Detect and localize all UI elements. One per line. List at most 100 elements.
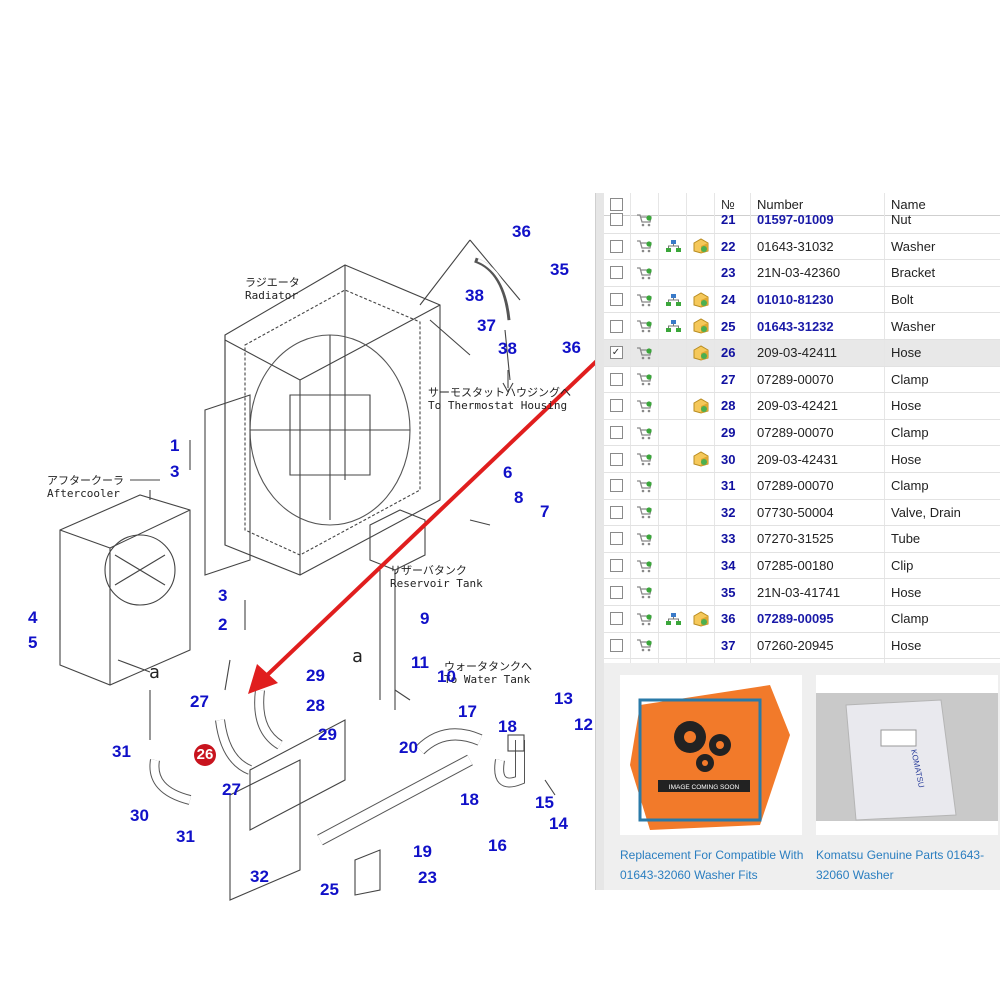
row-part-number[interactable]: 01597-01009 bbox=[750, 207, 889, 233]
row-checkbox[interactable] bbox=[604, 553, 628, 579]
row-checkbox[interactable] bbox=[604, 287, 628, 313]
product-image-genuine[interactable]: KOMATSU bbox=[816, 675, 998, 835]
add-to-cart-icon[interactable] bbox=[630, 632, 657, 659]
row-checkbox[interactable] bbox=[604, 393, 628, 419]
panel-collapse-handle[interactable] bbox=[596, 193, 604, 890]
row-checkbox[interactable] bbox=[604, 526, 628, 552]
add-to-cart-icon[interactable] bbox=[630, 313, 657, 339]
row-part-number[interactable]: 07260-20945 bbox=[750, 632, 889, 659]
row-part-number[interactable]: 21N-03-41741 bbox=[750, 579, 889, 605]
row-checkbox[interactable] bbox=[604, 500, 628, 526]
add-to-cart-icon[interactable] bbox=[630, 605, 657, 632]
header-number[interactable]: Number bbox=[750, 193, 889, 215]
row-checkbox[interactable] bbox=[604, 446, 628, 472]
product-title-replacement[interactable]: Replacement For Compatible With 01643-32… bbox=[620, 848, 804, 882]
structure-tree-icon bbox=[658, 526, 687, 552]
add-to-cart-icon[interactable] bbox=[630, 366, 657, 393]
package-box-icon[interactable] bbox=[686, 286, 715, 313]
row-part-number[interactable]: 209-03-42411 bbox=[750, 339, 889, 366]
add-to-cart-icon[interactable] bbox=[630, 260, 657, 286]
highlight-arrow bbox=[260, 353, 605, 682]
add-to-cart-icon[interactable] bbox=[630, 286, 657, 313]
add-to-cart-icon[interactable] bbox=[630, 579, 657, 605]
row-checkbox[interactable] bbox=[604, 313, 628, 339]
row-part-number[interactable]: 209-03-42431 bbox=[750, 446, 889, 472]
add-to-cart-icon[interactable] bbox=[630, 552, 657, 579]
row-part-number[interactable]: 07730-50004 bbox=[750, 499, 889, 526]
row-part-number[interactable]: 07289-00095 bbox=[750, 605, 889, 632]
row-checkbox[interactable] bbox=[604, 367, 628, 393]
row-part-number[interactable]: 07285-00180 bbox=[750, 552, 889, 579]
row-checkbox[interactable] bbox=[604, 207, 628, 233]
add-to-cart-icon[interactable] bbox=[630, 339, 657, 366]
select-all-checkbox[interactable] bbox=[604, 193, 628, 215]
row-checkbox[interactable] bbox=[604, 633, 628, 659]
row-checkbox[interactable] bbox=[604, 420, 628, 446]
row-checkbox[interactable] bbox=[604, 234, 628, 260]
add-to-cart-icon[interactable] bbox=[630, 526, 657, 552]
structure-tree-icon[interactable] bbox=[658, 286, 687, 313]
structure-tree-icon[interactable] bbox=[658, 233, 687, 260]
row-part-number[interactable]: 07289-00070 bbox=[750, 366, 889, 393]
add-to-cart-icon[interactable] bbox=[630, 207, 657, 233]
row-part-number[interactable]: 01010-81230 bbox=[750, 286, 889, 313]
product-image-placeholder[interactable]: IMAGE COMING SOON bbox=[620, 675, 802, 835]
package-box-icon[interactable] bbox=[686, 446, 715, 472]
header-name[interactable]: Name bbox=[884, 193, 1000, 215]
row-checkbox[interactable] bbox=[604, 260, 628, 286]
add-to-cart-icon[interactable] bbox=[630, 472, 657, 499]
header-no[interactable]: № bbox=[714, 193, 757, 215]
label-thermostat-en: To Thermostat Housing bbox=[428, 399, 568, 412]
row-checkbox[interactable] bbox=[604, 579, 628, 605]
row-part-number[interactable]: 01643-31032 bbox=[750, 233, 889, 260]
package-box-icon[interactable] bbox=[686, 605, 715, 632]
add-to-cart-icon[interactable] bbox=[630, 233, 657, 260]
row-part-name: Clamp bbox=[884, 419, 1000, 446]
add-to-cart-icon[interactable] bbox=[630, 499, 657, 526]
callout-20: 20 bbox=[399, 738, 418, 757]
package-box-icon[interactable] bbox=[686, 313, 715, 339]
package-box-icon bbox=[686, 579, 715, 605]
callout-18a: 18 bbox=[498, 717, 517, 736]
row-part-number[interactable]: 21N-03-42360 bbox=[750, 260, 889, 286]
callout-27b: 27 bbox=[222, 780, 241, 799]
product-title-genuine[interactable]: Komatsu Genuine Parts 01643-32060 Washer bbox=[816, 848, 985, 882]
package-box-icon[interactable] bbox=[686, 233, 715, 260]
highlighted-callout-26[interactable]: 26 bbox=[194, 744, 216, 766]
row-checkbox[interactable] bbox=[604, 473, 628, 499]
package-box-icon[interactable] bbox=[686, 339, 715, 366]
structure-tree-icon[interactable] bbox=[658, 313, 687, 339]
add-to-cart-icon[interactable] bbox=[630, 419, 657, 446]
row-part-number[interactable]: 01643-31232 bbox=[750, 313, 889, 339]
washer-package-photo: KOMATSU bbox=[816, 675, 998, 835]
package-box-icon[interactable] bbox=[686, 393, 715, 419]
row-part-number[interactable]: 209-03-42421 bbox=[750, 393, 889, 419]
structure-tree-icon[interactable] bbox=[658, 605, 687, 632]
add-to-cart-icon[interactable] bbox=[630, 393, 657, 419]
row-part-number[interactable]: 07289-00070 bbox=[750, 419, 889, 446]
label-aftercooler-en: Aftercooler bbox=[47, 487, 120, 500]
row-part-number[interactable]: 07289-00070 bbox=[750, 472, 889, 499]
row-part-number[interactable]: 07270-31525 bbox=[750, 526, 889, 552]
row-position-number: 24 bbox=[714, 286, 757, 313]
row-checkbox[interactable] bbox=[604, 606, 628, 632]
row-checkbox[interactable]: ✓ bbox=[604, 340, 628, 366]
add-to-cart-icon[interactable] bbox=[630, 446, 657, 472]
